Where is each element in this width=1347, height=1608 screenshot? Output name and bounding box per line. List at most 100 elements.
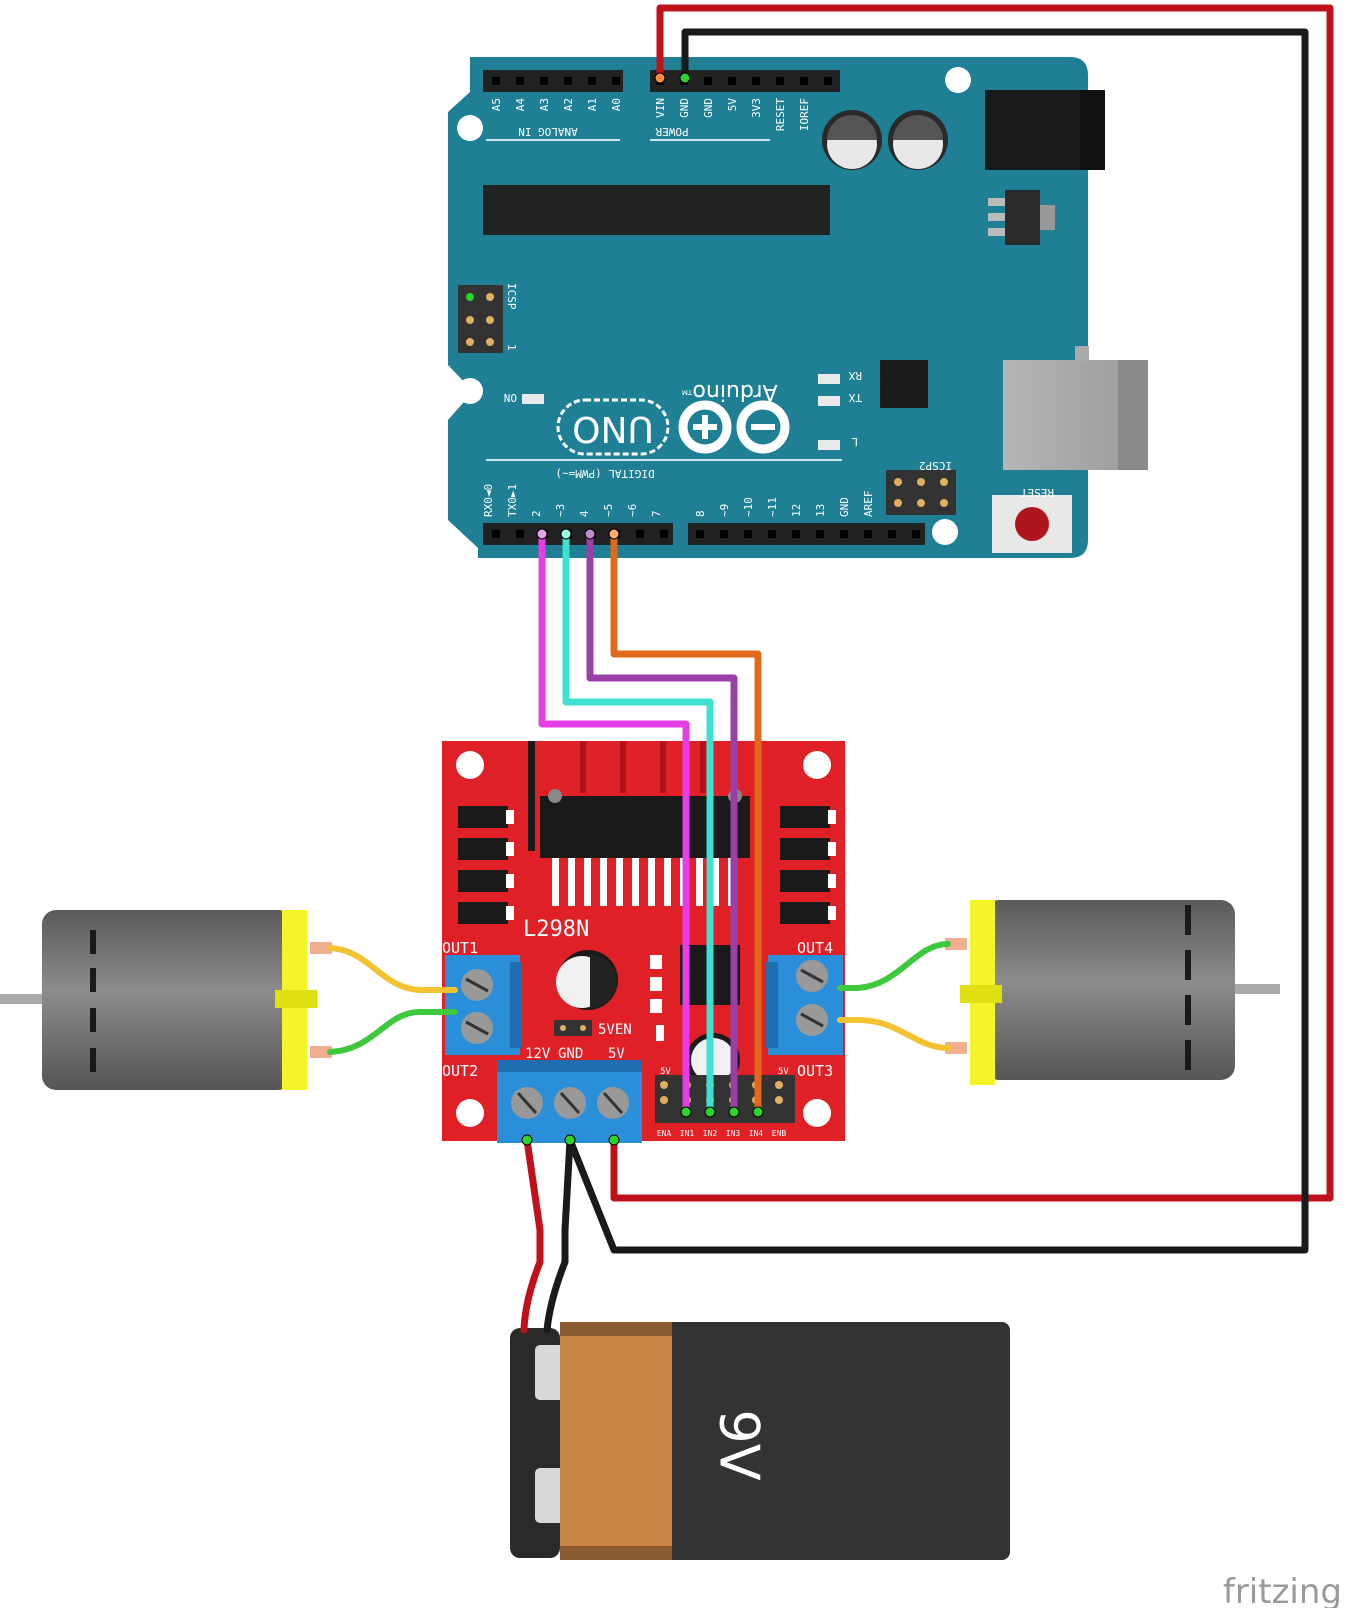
- control-pin[interactable]: [775, 1096, 783, 1104]
- analog-pin-label: A4: [514, 98, 527, 112]
- diode: [780, 806, 830, 828]
- analog-pin-label: A3: [538, 98, 551, 111]
- power-pin-label: RESET: [774, 98, 787, 131]
- digital-pin-label: 8: [694, 510, 707, 517]
- motor-lead-yellow-left: [327, 945, 458, 993]
- wire-battery-negative: [543, 1136, 574, 1334]
- terminal-screw[interactable]: [796, 960, 828, 992]
- header-pin[interactable]: [612, 77, 620, 85]
- rx-led: [818, 374, 840, 384]
- icsp-header: [458, 285, 503, 353]
- mounting-hole: [457, 115, 483, 141]
- reset-button-cap[interactable]: [1015, 507, 1049, 541]
- header-pin[interactable]: [516, 530, 524, 538]
- 5ven-jumper[interactable]: [554, 1020, 592, 1036]
- terminal-screw[interactable]: [554, 1087, 586, 1119]
- header-pin[interactable]: [696, 530, 704, 538]
- arduino-logo: [678, 400, 790, 454]
- control-pin[interactable]: [660, 1096, 668, 1104]
- gnd-label: GND: [558, 1046, 583, 1062]
- terminal-screw[interactable]: [796, 1004, 828, 1036]
- analog-pin-label: A5: [490, 98, 503, 111]
- wire-endpoint[interactable]: [752, 1106, 764, 1118]
- diode: [780, 838, 830, 860]
- header-pin[interactable]: [888, 530, 896, 538]
- digital-pin-label: ~5: [602, 504, 615, 517]
- header-pin[interactable]: [776, 77, 784, 85]
- 5ven-label: 5VEN: [598, 1022, 632, 1038]
- terminal-screw[interactable]: [597, 1087, 629, 1119]
- wire-endpoint[interactable]: [584, 528, 596, 540]
- battery-terminal: [535, 1345, 565, 1400]
- terminal-screw[interactable]: [511, 1087, 543, 1119]
- on-label: ON: [504, 391, 517, 404]
- wire-endpoint[interactable]: [564, 1134, 576, 1146]
- header-pin[interactable]: [768, 530, 776, 538]
- power-pin-label: GND: [678, 98, 691, 118]
- wire-endpoint[interactable]: [608, 1134, 620, 1146]
- wire-endpoint[interactable]: [654, 72, 666, 84]
- wire-pin3-to-in2: [562, 530, 714, 1116]
- header-pin[interactable]: [492, 77, 500, 85]
- voltage-regulator: [1005, 190, 1040, 245]
- rx-label: RX: [848, 369, 862, 382]
- header-pin[interactable]: [792, 530, 800, 538]
- header-pin[interactable]: [912, 530, 920, 538]
- header-pin[interactable]: [752, 77, 760, 85]
- fritzing-watermark: fritzing: [1223, 1572, 1342, 1608]
- header-pin[interactable]: [840, 530, 848, 538]
- terminal-screw[interactable]: [461, 969, 493, 1001]
- wire-battery-positive: [520, 1136, 544, 1334]
- control-pin-label: IN3: [726, 1129, 741, 1138]
- header-pin[interactable]: [816, 530, 824, 538]
- wire-endpoint[interactable]: [560, 528, 572, 540]
- wire-arduino-gnd-to-driver-gnd: [566, 28, 1309, 1254]
- icsp2-label: ICSP2: [919, 459, 952, 472]
- motor-shaft: [1225, 984, 1280, 994]
- left-motor: [0, 910, 332, 1090]
- digital-pin-label: ~9: [718, 504, 731, 517]
- wire-vin-to-12v: [610, 4, 1334, 1202]
- wire-endpoint[interactable]: [536, 528, 548, 540]
- analog-pin-label: A1: [586, 98, 599, 111]
- header-pin[interactable]: [492, 530, 500, 538]
- l298n-chip: [540, 808, 750, 858]
- terminal-screw[interactable]: [461, 1012, 493, 1044]
- tx-led: [818, 396, 840, 406]
- header-pin[interactable]: [800, 77, 808, 85]
- digital-pin-label: ~11: [766, 497, 779, 517]
- wires: [327, 4, 1334, 1334]
- header-pin[interactable]: [540, 77, 548, 85]
- header-pin[interactable]: [516, 77, 524, 85]
- wire-endpoint[interactable]: [680, 1106, 692, 1118]
- mounting-hole: [945, 67, 971, 93]
- enb-5v-label: 5V: [778, 1067, 789, 1077]
- wire-endpoint[interactable]: [728, 1106, 740, 1118]
- wire-endpoint[interactable]: [679, 72, 691, 84]
- header-pin[interactable]: [564, 77, 572, 85]
- header-pin[interactable]: [744, 530, 752, 538]
- header-pin[interactable]: [864, 530, 872, 538]
- power-pin-label: 5V: [726, 98, 739, 112]
- header-pin[interactable]: [660, 530, 668, 538]
- analog-pin-label: A0: [610, 98, 623, 111]
- control-header: [655, 1075, 795, 1123]
- header-pin[interactable]: [728, 77, 736, 85]
- header-pin[interactable]: [588, 77, 596, 85]
- wire-endpoint[interactable]: [521, 1134, 533, 1146]
- wire-endpoint[interactable]: [704, 1106, 716, 1118]
- 5v-label: 5V: [608, 1046, 625, 1062]
- out1-label: OUT1: [442, 939, 478, 957]
- header-pin[interactable]: [720, 530, 728, 538]
- uno-label: UNO: [572, 408, 654, 449]
- control-pin[interactable]: [660, 1081, 668, 1089]
- header-pin[interactable]: [824, 77, 832, 85]
- 12v-label: 12V: [525, 1046, 551, 1062]
- header-pin[interactable]: [636, 530, 644, 538]
- header-pin[interactable]: [704, 77, 712, 85]
- diode: [780, 870, 830, 892]
- control-pin[interactable]: [775, 1081, 783, 1089]
- wire-endpoint[interactable]: [608, 528, 620, 540]
